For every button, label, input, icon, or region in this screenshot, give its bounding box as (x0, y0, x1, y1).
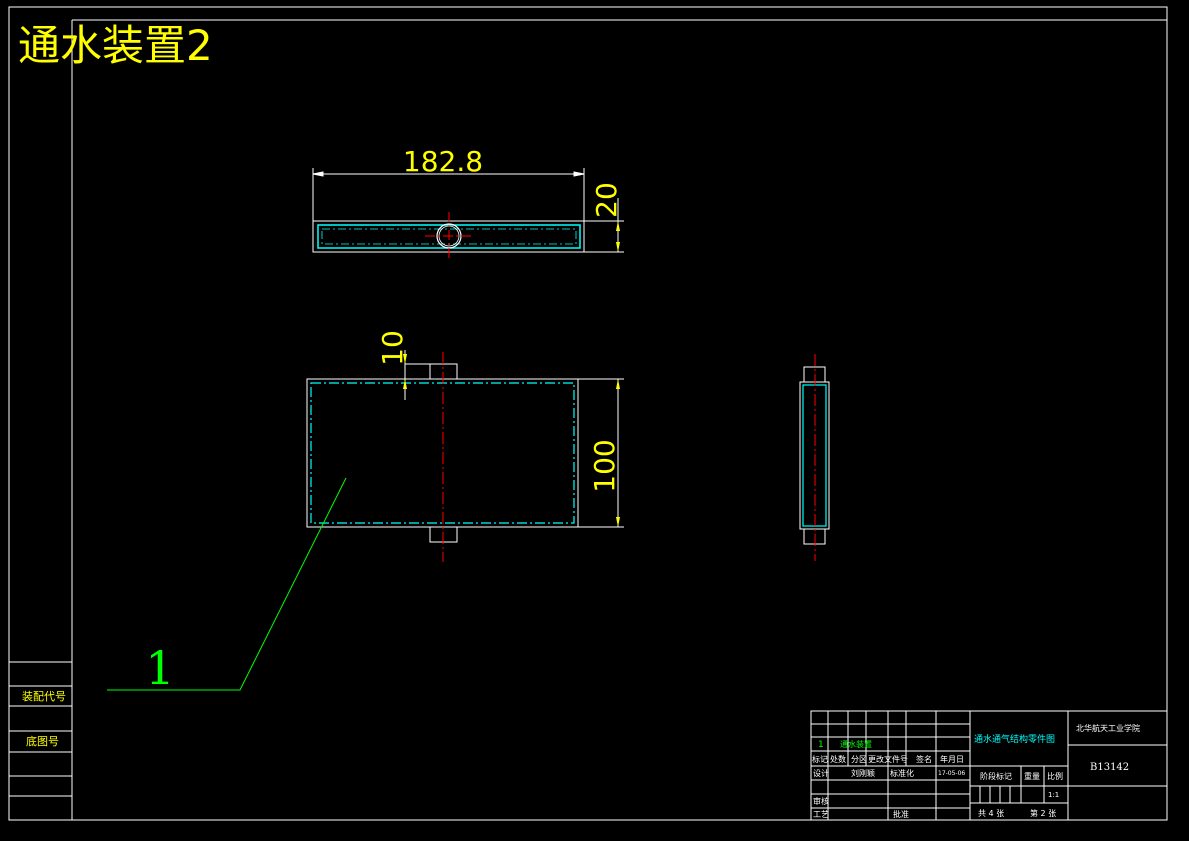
tb-stage-label: 阶段标记 (980, 771, 1012, 781)
front-view (306, 352, 579, 562)
part-leader-line (107, 477, 347, 691)
tb-school: 北华航天工业学院 (1076, 723, 1140, 733)
tb-col-mark: 标记 (812, 754, 828, 764)
title-block (810, 710, 1168, 821)
dimension-thickness-value: 20 (590, 182, 623, 218)
part-balloon-number: 1 (145, 641, 174, 695)
tb-col-change-doc: 更改文件号 (868, 754, 908, 764)
tb-part-row-no: 1 (818, 740, 824, 750)
side-view (799, 354, 830, 561)
tb-standardize-label: 标准化 (890, 768, 914, 778)
dimension-height-value: 100 (588, 439, 621, 492)
tb-designer-name: 刘刚颖 (851, 768, 875, 778)
base-drawing-label: 底图号 (26, 734, 59, 748)
tb-col-sign: 签名 (916, 754, 932, 764)
tb-designer-label: 设计 (813, 768, 829, 778)
tb-review-label: 审核 (813, 796, 829, 806)
tb-part-row-name: 通水装置 (840, 739, 872, 749)
tb-col-count: 处数 (830, 754, 846, 764)
tb-weight-label: 重量 (1024, 771, 1040, 781)
top-view (312, 212, 585, 260)
dimension-height (578, 378, 624, 528)
sheet-frame (8, 6, 1168, 821)
tb-drawing-name: 通水通气结构零件图 (974, 733, 1055, 745)
tb-sheet-no: 第 2 张 (1030, 808, 1056, 818)
dimension-length (312, 168, 585, 221)
dimension-offset (403, 350, 430, 400)
dimension-thickness (584, 198, 624, 253)
tb-process-label: 工艺 (813, 810, 829, 819)
dimension-offset-value: 10 (376, 330, 409, 366)
tb-design-date: 17-05-06 (938, 770, 965, 777)
tb-col-zone: 分区 (851, 755, 867, 764)
tb-sheet-total: 共 4 张 (978, 809, 1004, 818)
dimension-length-value: 182.8 (403, 145, 483, 178)
tb-scale-label: 比例 (1047, 771, 1063, 781)
drawing-title: 通水装置2 (18, 21, 213, 70)
assembly-code-label: 装配代号 (22, 690, 66, 703)
tb-drawing-code: B13142 (1090, 762, 1129, 773)
tb-col-date: 年月日 (940, 754, 964, 764)
tb-scale-value: 1:1 (1048, 791, 1059, 799)
tb-approve-label: 批准 (893, 809, 909, 819)
